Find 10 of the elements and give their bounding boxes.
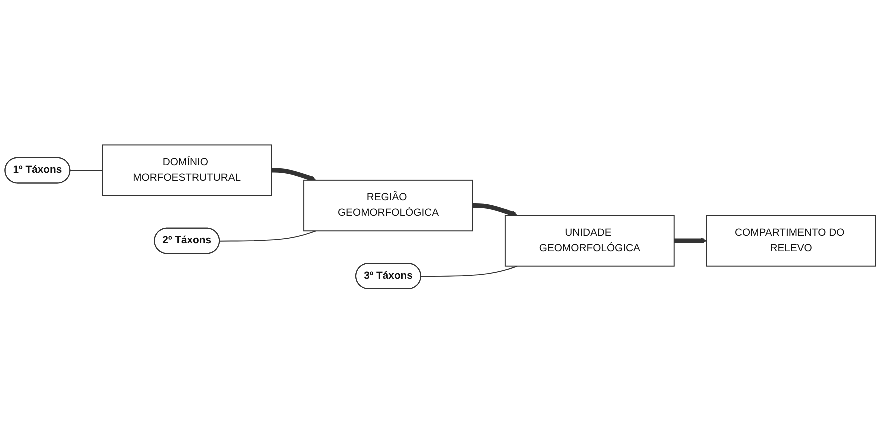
node-box: REGIÃO GEOMORFOLÓGICA bbox=[304, 180, 474, 232]
node-box: COMPARTIMENTO DO RELEVO bbox=[706, 215, 876, 267]
connector bbox=[70, 170, 104, 172]
arrow bbox=[674, 238, 708, 244]
node-box: UNIDADE GEOMORFOLÓGICA bbox=[504, 215, 675, 267]
arrow bbox=[272, 168, 316, 182]
node-box: DOMÍNIO MORFOESTRUTURAL bbox=[102, 144, 272, 196]
connector bbox=[219, 230, 317, 242]
arrow bbox=[472, 203, 518, 217]
connector bbox=[420, 266, 518, 277]
